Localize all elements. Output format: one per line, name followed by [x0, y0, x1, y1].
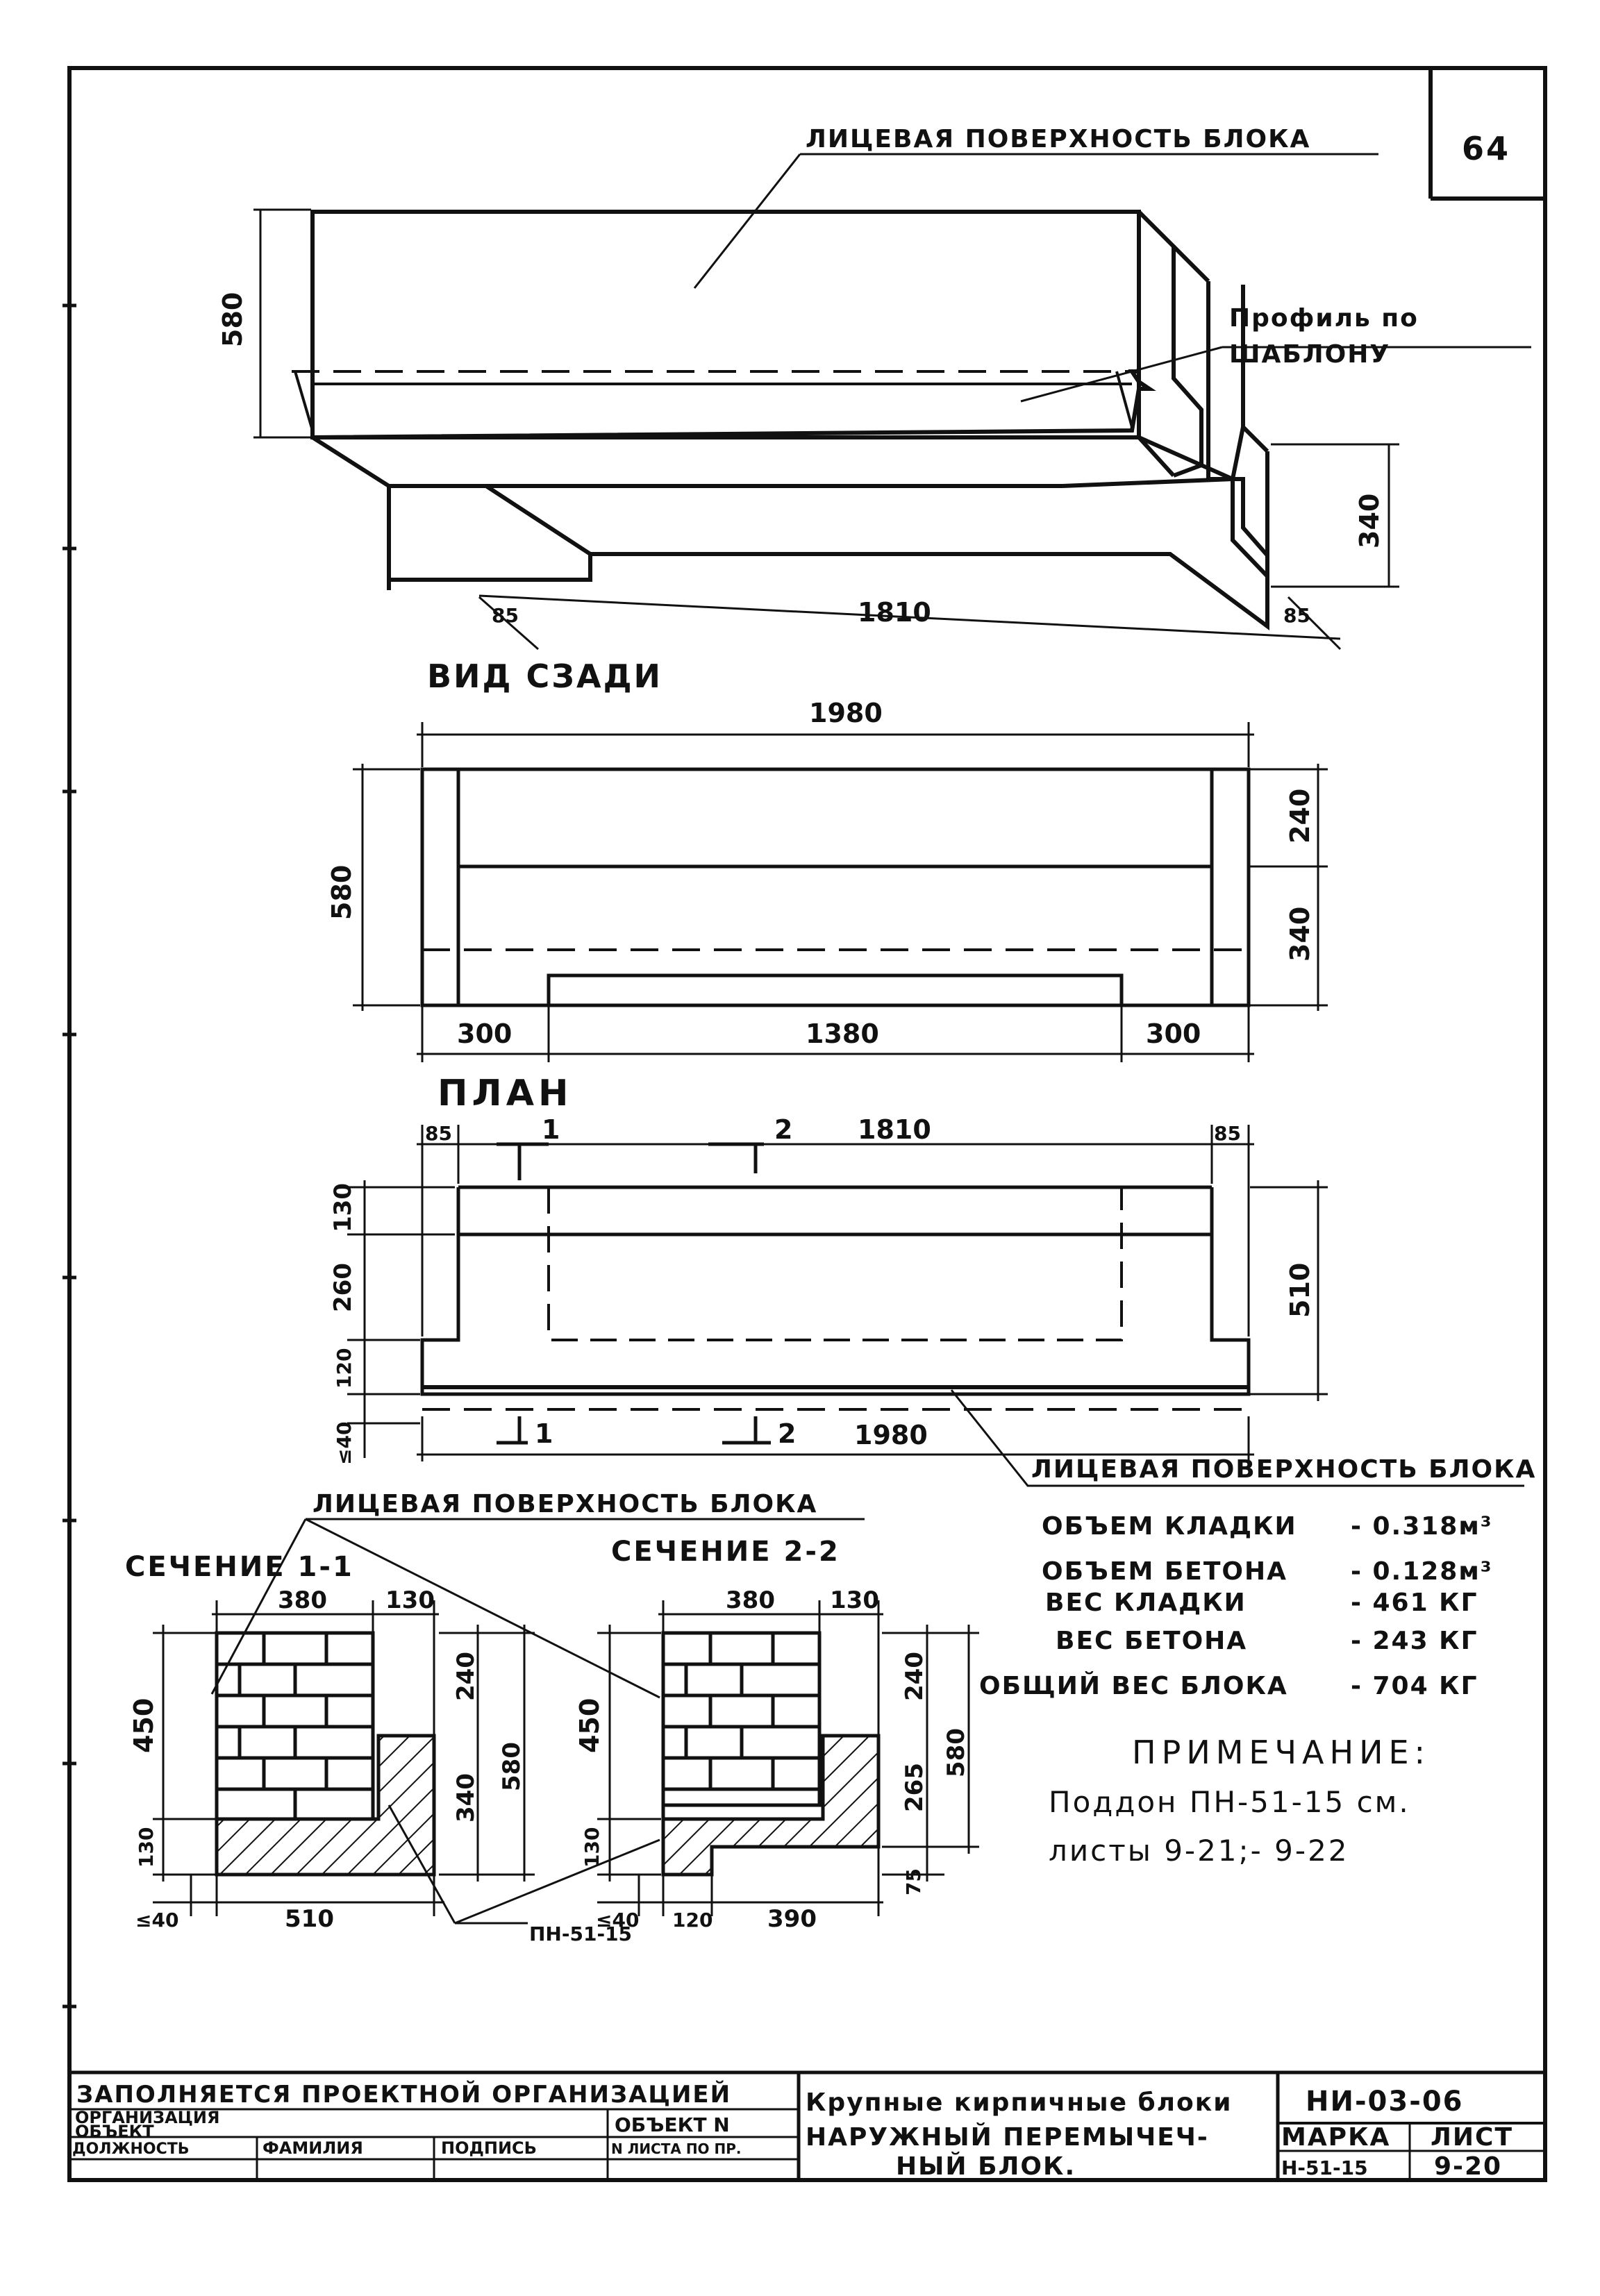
- s1-dim-130-top: 130: [385, 1586, 435, 1614]
- s2-dim-390: 390: [767, 1905, 817, 1933]
- plan-cut-2-bottom: 2: [778, 1418, 796, 1449]
- plan-dim-1980: 1980: [854, 1420, 928, 1450]
- plan-dim-260: 260: [329, 1263, 357, 1312]
- s1-dim-130-left: 130: [135, 1827, 158, 1868]
- dim-height-580: 580: [217, 292, 248, 347]
- s2-dim-120: 120: [672, 1909, 712, 1932]
- spec-label-0: ОБЪЕМ КЛАДКИ: [1042, 1512, 1297, 1541]
- s1-dim-450: 450: [128, 1698, 159, 1753]
- dim-85-right: 85: [1283, 604, 1310, 627]
- s1-dim-580: 580: [498, 1742, 526, 1791]
- s1-dim-380: 380: [278, 1586, 327, 1614]
- rear-dim-580: 580: [326, 865, 357, 920]
- plan-label-face: ЛИЦЕВАЯ ПОВЕРХНОСТЬ БЛОКА: [1031, 1455, 1536, 1484]
- plan-dim-130: 130: [329, 1183, 357, 1232]
- plan-cut-1-bottom: 1: [535, 1418, 553, 1449]
- s2-dim-380: 380: [726, 1586, 775, 1614]
- tb-mark-label: МАРКА: [1281, 2123, 1390, 2152]
- s2-dim-40: ≤40: [596, 1909, 639, 1932]
- rear-dim-240: 240: [1285, 789, 1315, 844]
- section-2-2: [597, 1600, 979, 1916]
- s2-dim-265: 265: [901, 1763, 928, 1812]
- title-block: [69, 2070, 1545, 2180]
- label-face-surface-top: ЛИЦЕВАЯ ПОВЕРХНОСТЬ БЛОКА: [806, 125, 1310, 153]
- s1-dim-340: 340: [452, 1773, 480, 1822]
- label-profile-line2: ШАБЛОНУ: [1229, 340, 1390, 369]
- plan-cut-2-top: 2: [774, 1114, 792, 1145]
- s2-dim-450: 450: [574, 1698, 605, 1753]
- section-1-1: [153, 1600, 535, 1916]
- tb-mark-value: Н-51-15: [1281, 2156, 1368, 2179]
- dim-height-340: 340: [1354, 494, 1385, 548]
- s1-dim-40: ≤40: [135, 1909, 178, 1932]
- spec-label-1: ОБЪЕМ БЕТОНА: [1042, 1557, 1288, 1586]
- rear-view-title: ВИД СЗАДИ: [427, 657, 662, 695]
- plan-dim-120: 120: [333, 1348, 356, 1389]
- tb-sheet-no: N ЛИСТА ПО ПР.: [611, 2140, 742, 2157]
- specs-table: ОБЪЕМ КЛАДКИ - 0.318м³ ОБЪЕМ БЕТОНА - 0.…: [979, 1512, 1493, 1700]
- note-line-2: листы 9-21;- 9-22: [1049, 1834, 1349, 1868]
- rear-dim-1380: 1380: [806, 1019, 879, 1049]
- s1-dim-510: 510: [285, 1905, 334, 1933]
- s2-dim-75: 75: [902, 1868, 925, 1895]
- tb-title-1: Крупные кирпичные блоки: [806, 2088, 1232, 2117]
- plan-title: ПЛАН: [438, 1073, 572, 1114]
- spec-value-4: - 704 КГ: [1351, 1672, 1478, 1700]
- tb-sheet-label: ЛИСТ: [1431, 2123, 1513, 2152]
- section-2-title: СЕЧЕНИЕ 2-2: [611, 1536, 840, 1568]
- pallet-label: ПН-51-15: [529, 1922, 632, 1945]
- isometric-view: [292, 210, 1269, 630]
- rear-dim-1980: 1980: [809, 698, 883, 728]
- tb-signature: ПОДПИСЬ: [441, 2138, 537, 2158]
- s2-dim-130-left: 130: [581, 1827, 603, 1868]
- rear-dim-340: 340: [1285, 907, 1315, 962]
- margin-ticks: [62, 303, 76, 2009]
- tb-code: НИ-03-06: [1306, 2086, 1463, 2118]
- tb-object: ОБЪЕКТ: [75, 2122, 154, 2141]
- tb-title-3: НЫЙ БЛОК.: [896, 2152, 1076, 2181]
- spec-label-3: ВЕС БЕТОНА: [1056, 1627, 1247, 1655]
- tb-organization: ОРГАНИЗАЦИЯ: [75, 2108, 220, 2127]
- sheet-number: 64: [1462, 130, 1510, 167]
- isometric-leaders: [253, 153, 1531, 651]
- tb-sheet-value: 9-20: [1434, 2152, 1502, 2181]
- sheet-frame: [67, 66, 1547, 2182]
- spec-value-1: - 0.128м³: [1351, 1557, 1493, 1586]
- plan-dim-40: ≤40: [333, 1422, 356, 1465]
- plan-dim-85-left: 85: [425, 1122, 452, 1145]
- dim-85-left: 85: [492, 604, 519, 627]
- spec-label-2: ВЕС КЛАДКИ: [1045, 1589, 1247, 1617]
- label-profile-line1: Профиль по: [1229, 304, 1419, 333]
- sections-label-face: ЛИЦЕВАЯ ПОВЕРХНОСТЬ БЛОКА: [312, 1490, 817, 1518]
- s2-dim-240: 240: [901, 1652, 928, 1701]
- dim-1810-top: 1810: [858, 597, 931, 628]
- section-1-title: СЕЧЕНИЕ 1-1: [125, 1551, 354, 1583]
- spec-value-2: - 461 КГ: [1351, 1589, 1478, 1617]
- plan-cut-1-top: 1: [542, 1114, 560, 1145]
- spec-label-4: ОБЩИЙ ВЕС БЛОКА: [979, 1671, 1288, 1700]
- note-heading: ПРИМЕЧАНИЕ:: [1132, 1734, 1431, 1771]
- tb-title-2: НАРУЖНЫЙ ПЕРЕМЫЧЕЧ-: [806, 2122, 1209, 2152]
- plan-dim-85-right: 85: [1214, 1122, 1241, 1145]
- plan-dim-510: 510: [1285, 1263, 1315, 1318]
- rear-dim-300-right: 300: [1146, 1019, 1201, 1049]
- rear-view: [353, 722, 1328, 1062]
- tb-position: ДОЛЖНОСТЬ: [72, 2140, 190, 2158]
- s1-dim-240: 240: [452, 1652, 480, 1701]
- spec-value-0: - 0.318м³: [1351, 1512, 1493, 1541]
- plan-dim-1810: 1810: [858, 1114, 931, 1145]
- tb-object-no: ОБЪЕКТ N: [615, 2113, 730, 2136]
- plan-view: [347, 1125, 1524, 1487]
- s2-dim-580: 580: [942, 1728, 970, 1777]
- note-line-1: Поддон ПН-51-15 см.: [1049, 1785, 1410, 1819]
- tb-surname: ФАМИЛИЯ: [262, 2138, 363, 2158]
- spec-value-3: - 243 КГ: [1351, 1627, 1478, 1655]
- tb-filled-by: ЗАПОЛНЯЕТСЯ ПРОЕКТНОЙ ОРГАНИЗАЦИЕЙ: [76, 2080, 731, 2109]
- rear-dim-300-left: 300: [457, 1019, 512, 1049]
- s2-dim-130-top: 130: [830, 1586, 879, 1614]
